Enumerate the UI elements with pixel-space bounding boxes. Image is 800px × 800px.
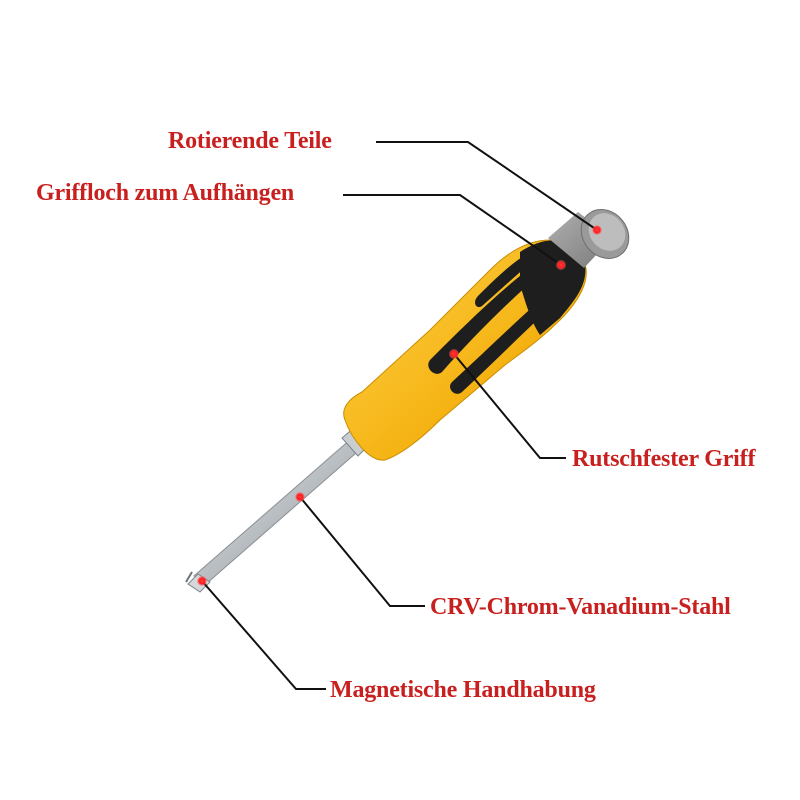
leader-rotating-parts bbox=[376, 141, 598, 231]
shaft bbox=[185, 437, 365, 593]
marker-dot-non-slip-grip bbox=[449, 349, 459, 359]
label-crv-steel: CRV-Chrom-Vanadium-Stahl bbox=[430, 594, 731, 620]
marker-dot-rotating-parts bbox=[592, 225, 602, 235]
leader-hanging-hole bbox=[343, 194, 562, 266]
label-non-slip-grip: Rutschfester Griff bbox=[572, 446, 756, 472]
marker-dot-hanging-hole bbox=[556, 260, 566, 270]
leader-lines bbox=[201, 141, 598, 690]
marker-dot-crv-steel bbox=[295, 492, 305, 502]
leader-magnetic-handling bbox=[201, 580, 326, 690]
label-rotating-parts: Rotierende Teile bbox=[168, 128, 332, 154]
leader-non-slip-grip bbox=[453, 353, 566, 459]
handle bbox=[343, 239, 587, 461]
label-hanging-hole: Griffloch zum Aufhängen bbox=[36, 180, 295, 206]
marker-dot-magnetic-handling bbox=[197, 576, 207, 586]
leader-crv-steel bbox=[299, 496, 425, 607]
marker-dots bbox=[197, 225, 602, 586]
label-magnetic-handling: Magnetische Handhabung bbox=[330, 677, 596, 703]
